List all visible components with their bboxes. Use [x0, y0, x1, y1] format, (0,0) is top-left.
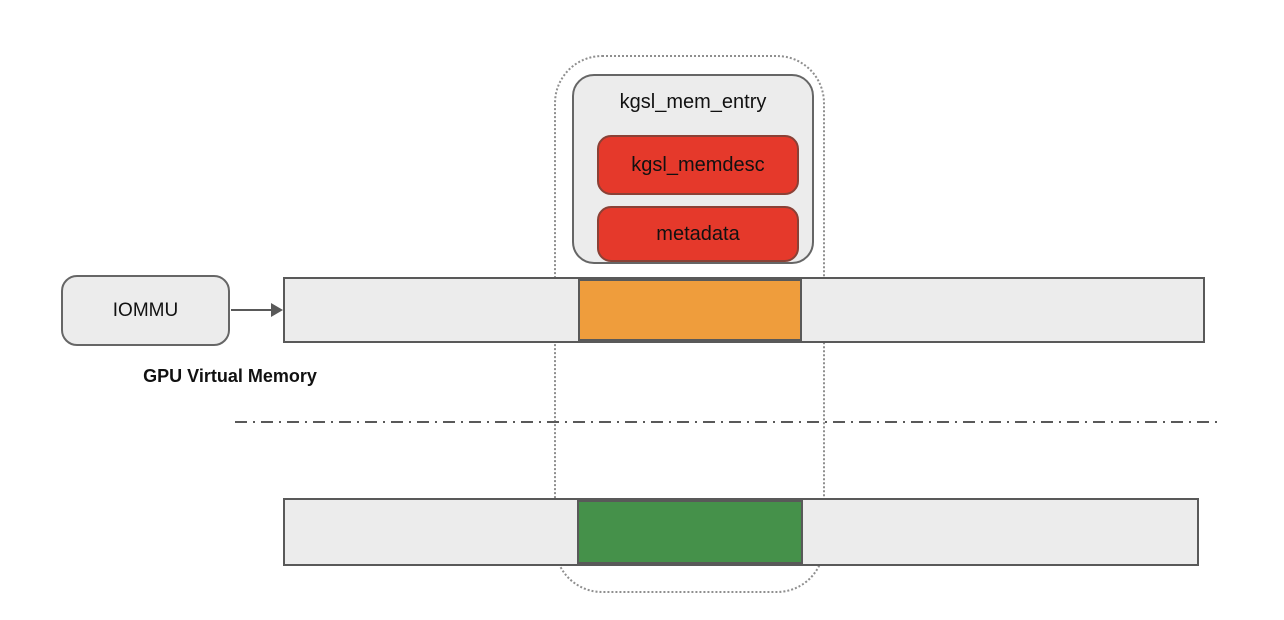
iommu-box: IOMMU	[61, 275, 230, 346]
dash-dot-divider	[235, 421, 1223, 423]
iommu-arrow-head-icon	[271, 303, 283, 317]
gpu-virtual-memory-mapped-segment	[578, 279, 802, 341]
iommu-arrow-line	[231, 309, 272, 311]
gpu-virtual-memory-bar	[283, 277, 1205, 343]
physical-memory-bar	[283, 498, 1199, 566]
kgsl-memdesc-box: kgsl_memdesc	[597, 135, 799, 195]
gpu-virtual-memory-label: GPU Virtual Memory	[143, 366, 317, 386]
physical-memory-backing-segment	[577, 500, 803, 564]
metadata-box: metadata	[597, 206, 799, 262]
kgsl-mem-entry-title: kgsl_mem_entry	[619, 91, 767, 113]
kgsl-mem-entry-box: kgsl_mem_entry kgsl_memdesc metadata	[572, 74, 814, 264]
